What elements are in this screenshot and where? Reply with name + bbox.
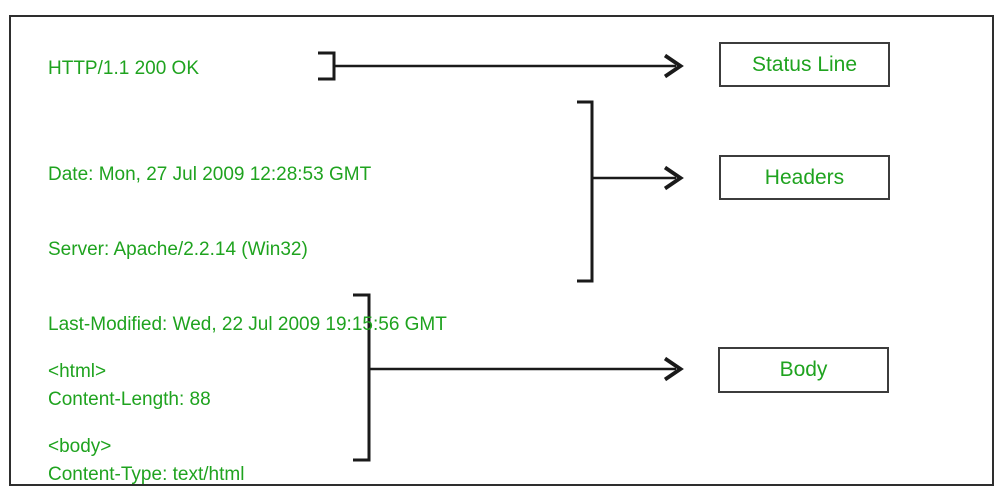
body-label: Body [779,358,828,381]
status-line-text: HTTP/1.1 200 OK [48,58,200,79]
header-line-content-length: Content-Length: 88 [48,389,211,410]
header-line-content-type: Content-Type: text/html [48,464,245,485]
headers-label: Headers [764,165,845,189]
body-label-box: Body [718,347,889,393]
diagram-frame [9,15,994,486]
status-line-label-box: Status Line [719,42,890,87]
headers-text: Date: Mon, 27 Jul 2009 12:28:53 GMT Serv… [48,112,447,499]
header-line-date: Date: Mon, 27 Jul 2009 12:28:53 GMT [48,164,372,185]
body-line-html-open: <html> [48,361,107,382]
header-line-last-modified: Last-Modified: Wed, 22 Jul 2009 19:15:56… [48,314,447,335]
headers-label-box: Headers [719,155,890,200]
body-text: <html> <body> <h1>Hello, World!</h1> </b… [48,309,248,499]
body-line-body-open: <body> [48,436,112,457]
header-line-server: Server: Apache/2.2.14 (Win32) [48,239,308,260]
status-line-label: Status Line [751,52,858,76]
